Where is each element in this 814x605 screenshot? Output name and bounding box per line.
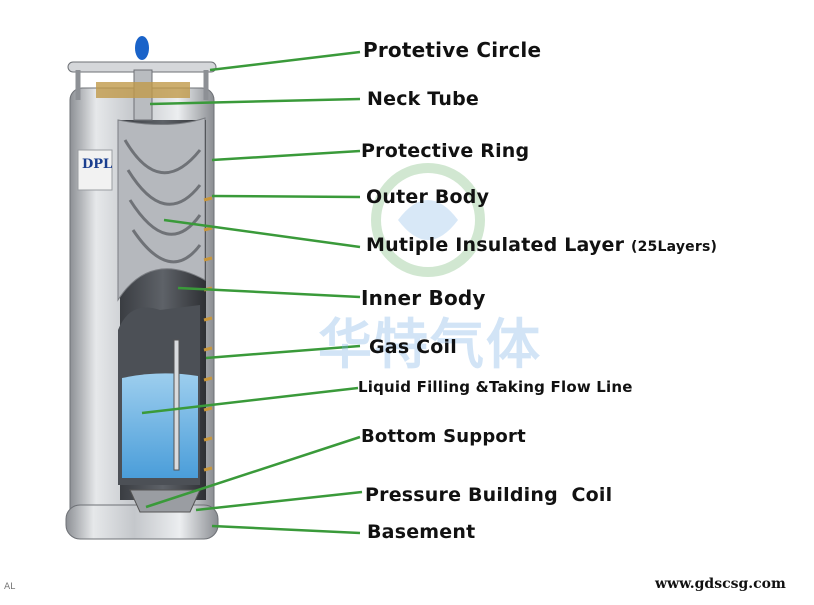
label-neck-tube: Neck Tube: [367, 88, 479, 110]
label-bottom-support: Bottom Support: [361, 426, 526, 447]
label-protetive-circle: Protetive Circle: [363, 38, 542, 62]
label-insulated-layer-text: Mutiple Insulated Layer: [366, 234, 625, 256]
label-inner-body: Inner Body: [361, 286, 486, 310]
label-protective-ring: Protective Ring: [361, 140, 530, 162]
ring-posts: [75, 70, 209, 100]
badge-text: DPL: [82, 157, 112, 172]
watermark-logo: [371, 163, 485, 277]
label-basement: Basement: [367, 521, 476, 543]
leader-lines: [141, 50, 363, 535]
label-insulated-layer-note: (25Layers): [631, 239, 718, 255]
badge-plate: [77, 149, 113, 191]
label-outer-body: Outer Body: [366, 186, 490, 208]
label-pressure-building-coil: Pressure Building Coil: [365, 484, 613, 506]
flow-line-pipe: [173, 339, 180, 471]
label-insulated-layer: Mutiple Insulated Layer (25Layers): [366, 234, 717, 256]
label-gas-coil: Gas Coil: [369, 336, 457, 358]
valve-assembly: [96, 82, 190, 98]
insulation-lines: [123, 139, 202, 264]
watermark-text: 华特气体: [318, 313, 542, 376]
liquid-level: [122, 373, 198, 478]
valve-knob: [135, 36, 149, 60]
label-liquid-flow-line: Liquid Filling &Taking Flow Line: [358, 378, 633, 396]
corner-mark: AL: [4, 582, 16, 592]
insulation-swirl: [117, 117, 206, 302]
website-url: www.gdscsg.com: [655, 576, 786, 592]
